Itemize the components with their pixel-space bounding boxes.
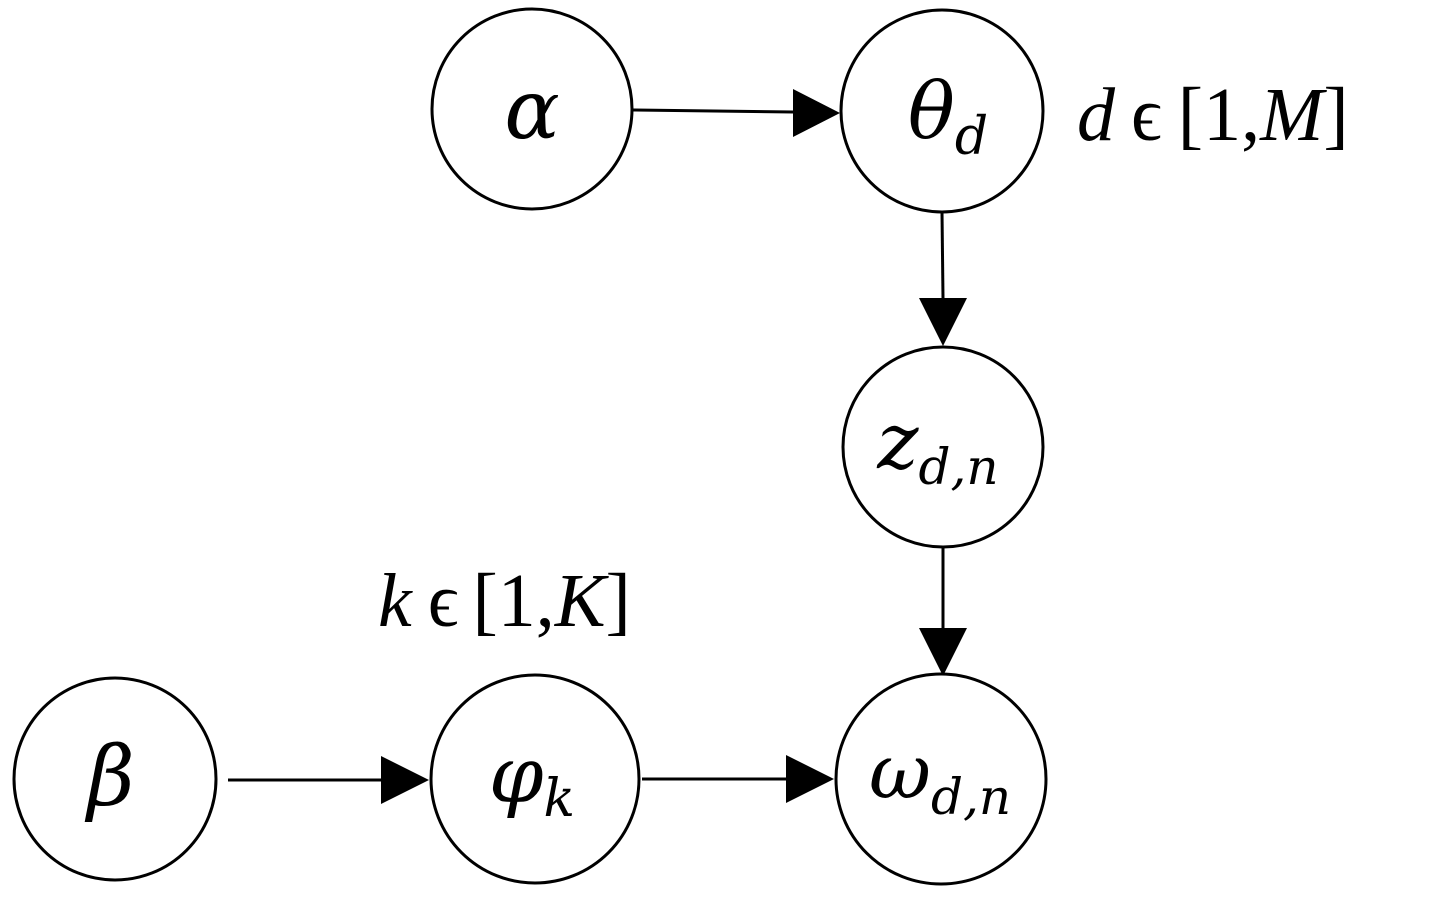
node-omega-symbol: ω <box>869 727 931 816</box>
doc-range-op: ϵ <box>1131 73 1162 157</box>
node-phi-symbol: φ <box>489 731 544 821</box>
topic-range-upper: K <box>554 559 609 643</box>
arrowhead-theta-z <box>919 298 967 346</box>
topic-range-close: ] <box>606 559 631 643</box>
topic-range-open: [1, <box>473 559 555 643</box>
node-theta: θd <box>839 8 1045 214</box>
node-theta-label: θd <box>908 67 988 167</box>
node-theta-subscript: d <box>955 107 988 167</box>
doc-range-var: d <box>1077 73 1116 157</box>
doc-range-open: [1, <box>1178 73 1260 157</box>
node-z-subscript: d,n <box>919 438 999 496</box>
node-beta-symbol: β <box>84 730 134 825</box>
node-phi: φk <box>429 673 641 885</box>
node-phi-subscript: k <box>544 769 576 829</box>
node-phi-label: φk <box>489 731 575 829</box>
arrowhead-z-omega <box>919 628 967 676</box>
node-z: zd,n <box>841 345 1045 549</box>
arrowhead-alpha-theta <box>793 89 840 137</box>
arrowhead-beta-phi <box>381 756 429 804</box>
node-alpha: α <box>430 7 634 211</box>
node-omega-label: ωd,n <box>869 727 1011 826</box>
topic-range-var: k <box>378 559 413 643</box>
doc-range-upper: M <box>1259 73 1327 157</box>
node-beta: β <box>12 676 218 882</box>
node-alpha-symbol: α <box>504 63 559 158</box>
edges <box>228 89 967 804</box>
node-z-label: zd,n <box>876 397 998 496</box>
node-omega-subscript: d,n <box>931 768 1011 826</box>
topic-range-op: ϵ <box>428 559 459 643</box>
arrowhead-phi-omega <box>786 755 834 803</box>
doc-range-close: ] <box>1323 73 1348 157</box>
edge-alpha-theta <box>631 108 794 114</box>
node-z-symbol: z <box>876 397 919 487</box>
edge-theta-z <box>940 211 945 299</box>
node-theta-symbol: θ <box>908 67 955 157</box>
node-omega: ωd,n <box>834 672 1048 886</box>
